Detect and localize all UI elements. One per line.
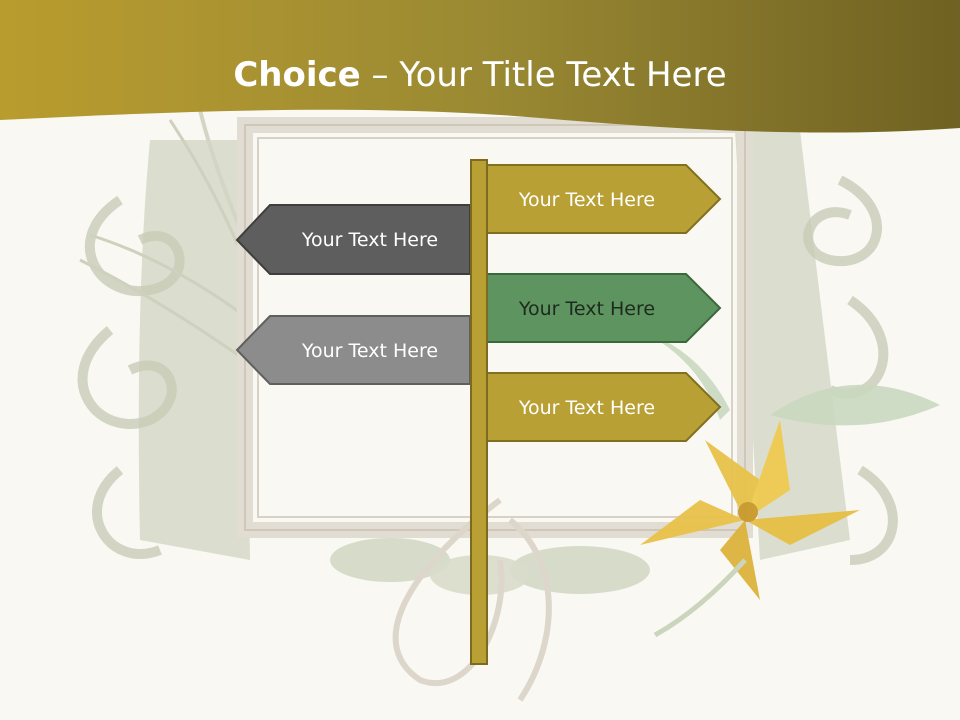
header-band xyxy=(0,0,960,133)
sign-right-bottom-label: Your Text Here xyxy=(518,397,656,419)
sign-right-top-label: Your Text Here xyxy=(518,189,656,211)
sign-left-bottom-label: Your Text Here xyxy=(301,340,439,362)
sign-right-middle-label: Your Text Here xyxy=(518,298,656,320)
slide-title: Choice – Your Title Text Here xyxy=(0,52,960,98)
title-separator: – xyxy=(360,55,400,95)
title-bold: Choice xyxy=(233,55,361,95)
title-text: Your Title Text Here xyxy=(399,55,727,95)
signpost-pole xyxy=(470,159,488,665)
sign-left-top-label: Your Text Here xyxy=(301,229,439,251)
